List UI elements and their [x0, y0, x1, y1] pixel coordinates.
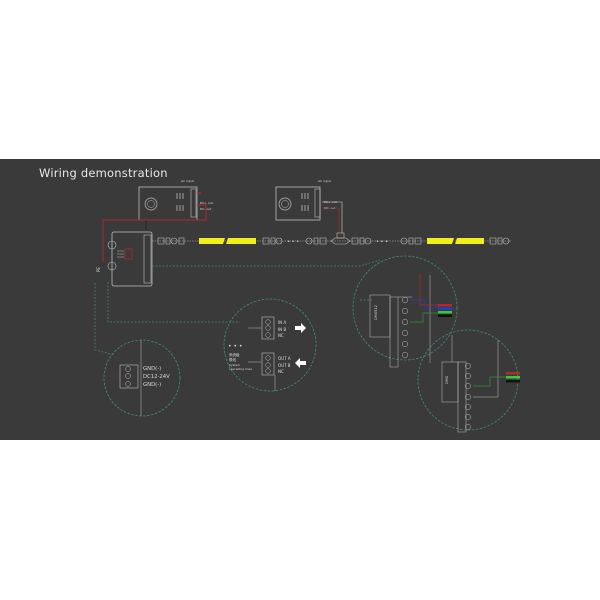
psu-1-power-wires: [102, 204, 207, 262]
terminal-out-nc: NC: [278, 369, 284, 374]
wire-black: [438, 314, 452, 317]
terminal-gnd-1: GND(-): [143, 366, 161, 372]
wire-red: [438, 304, 452, 307]
wire-blue: [438, 307, 452, 310]
terminal-out-a: OUT A: [278, 356, 291, 361]
power-supply-1: AC input DC+ out DC- out: [138, 179, 214, 221]
diagram-title: Wiring demonstration: [39, 166, 168, 180]
terminal-out-b: OUT B: [278, 363, 291, 368]
arrow-left-icon: [295, 358, 306, 368]
connector: [400, 237, 422, 245]
note-en-2: cascading lines: [229, 367, 252, 371]
psu-2-input-label: AC input: [318, 179, 332, 183]
terminal-gnd-2: GND(-): [143, 382, 161, 388]
cascade-dots: • • •: [228, 343, 242, 350]
wire-green: [438, 311, 452, 314]
led-strip-chain: • • • • • •: [152, 232, 512, 245]
connector: [157, 237, 185, 245]
strip-segment-3: [427, 238, 454, 244]
t-connector: [330, 232, 372, 245]
detail-signal-terminals: IN A IN B NC OUT A OUT B NC • • • 系统级 联线…: [223, 298, 317, 392]
connector: [305, 237, 327, 245]
detail-dmx-rgb: DMX512: [352, 255, 458, 368]
wire-green: [506, 376, 520, 379]
note-en-1: System: [229, 363, 240, 367]
callout-leader-lines: [94, 259, 381, 356]
psu-1-input-label: AC input: [181, 179, 195, 183]
wiring-diagram-panel: Wiring demonstration: [0, 159, 600, 440]
strip-segment-1: [199, 238, 225, 244]
power-supply-2: AC input DC+ out DC- out: [275, 179, 343, 233]
dmx512-label: DMX512: [374, 305, 378, 320]
strip-segment-2: [226, 238, 256, 244]
note-cn-1: 系统级: [229, 352, 240, 357]
psu-1-out1-label: DC+ out: [200, 201, 214, 205]
controller: PE: [96, 231, 153, 287]
controller-label: PE: [96, 267, 101, 272]
end-connector: [489, 237, 510, 245]
terminal-dc: DC12-24V: [143, 374, 170, 380]
note-cn-2: 联线: [229, 357, 236, 362]
detail-dmx-rg: DMX: [417, 329, 520, 433]
terminal-in-b: IN B: [278, 327, 286, 332]
arrow-right-icon: [295, 323, 306, 333]
wire-black: [506, 380, 520, 383]
terminal-in-nc: NC: [278, 333, 284, 338]
wire-red: [506, 372, 520, 375]
ellipsis-2: • • •: [376, 239, 388, 245]
detail-power-terminals: GND(-) DC12-24V GND(-): [103, 339, 181, 417]
terminal-in-a: IN A: [278, 320, 286, 325]
connector: [262, 237, 283, 245]
dmx-label: DMX: [445, 375, 449, 384]
ellipsis-1: • • •: [287, 239, 299, 245]
strip-segment-4: [455, 238, 484, 244]
